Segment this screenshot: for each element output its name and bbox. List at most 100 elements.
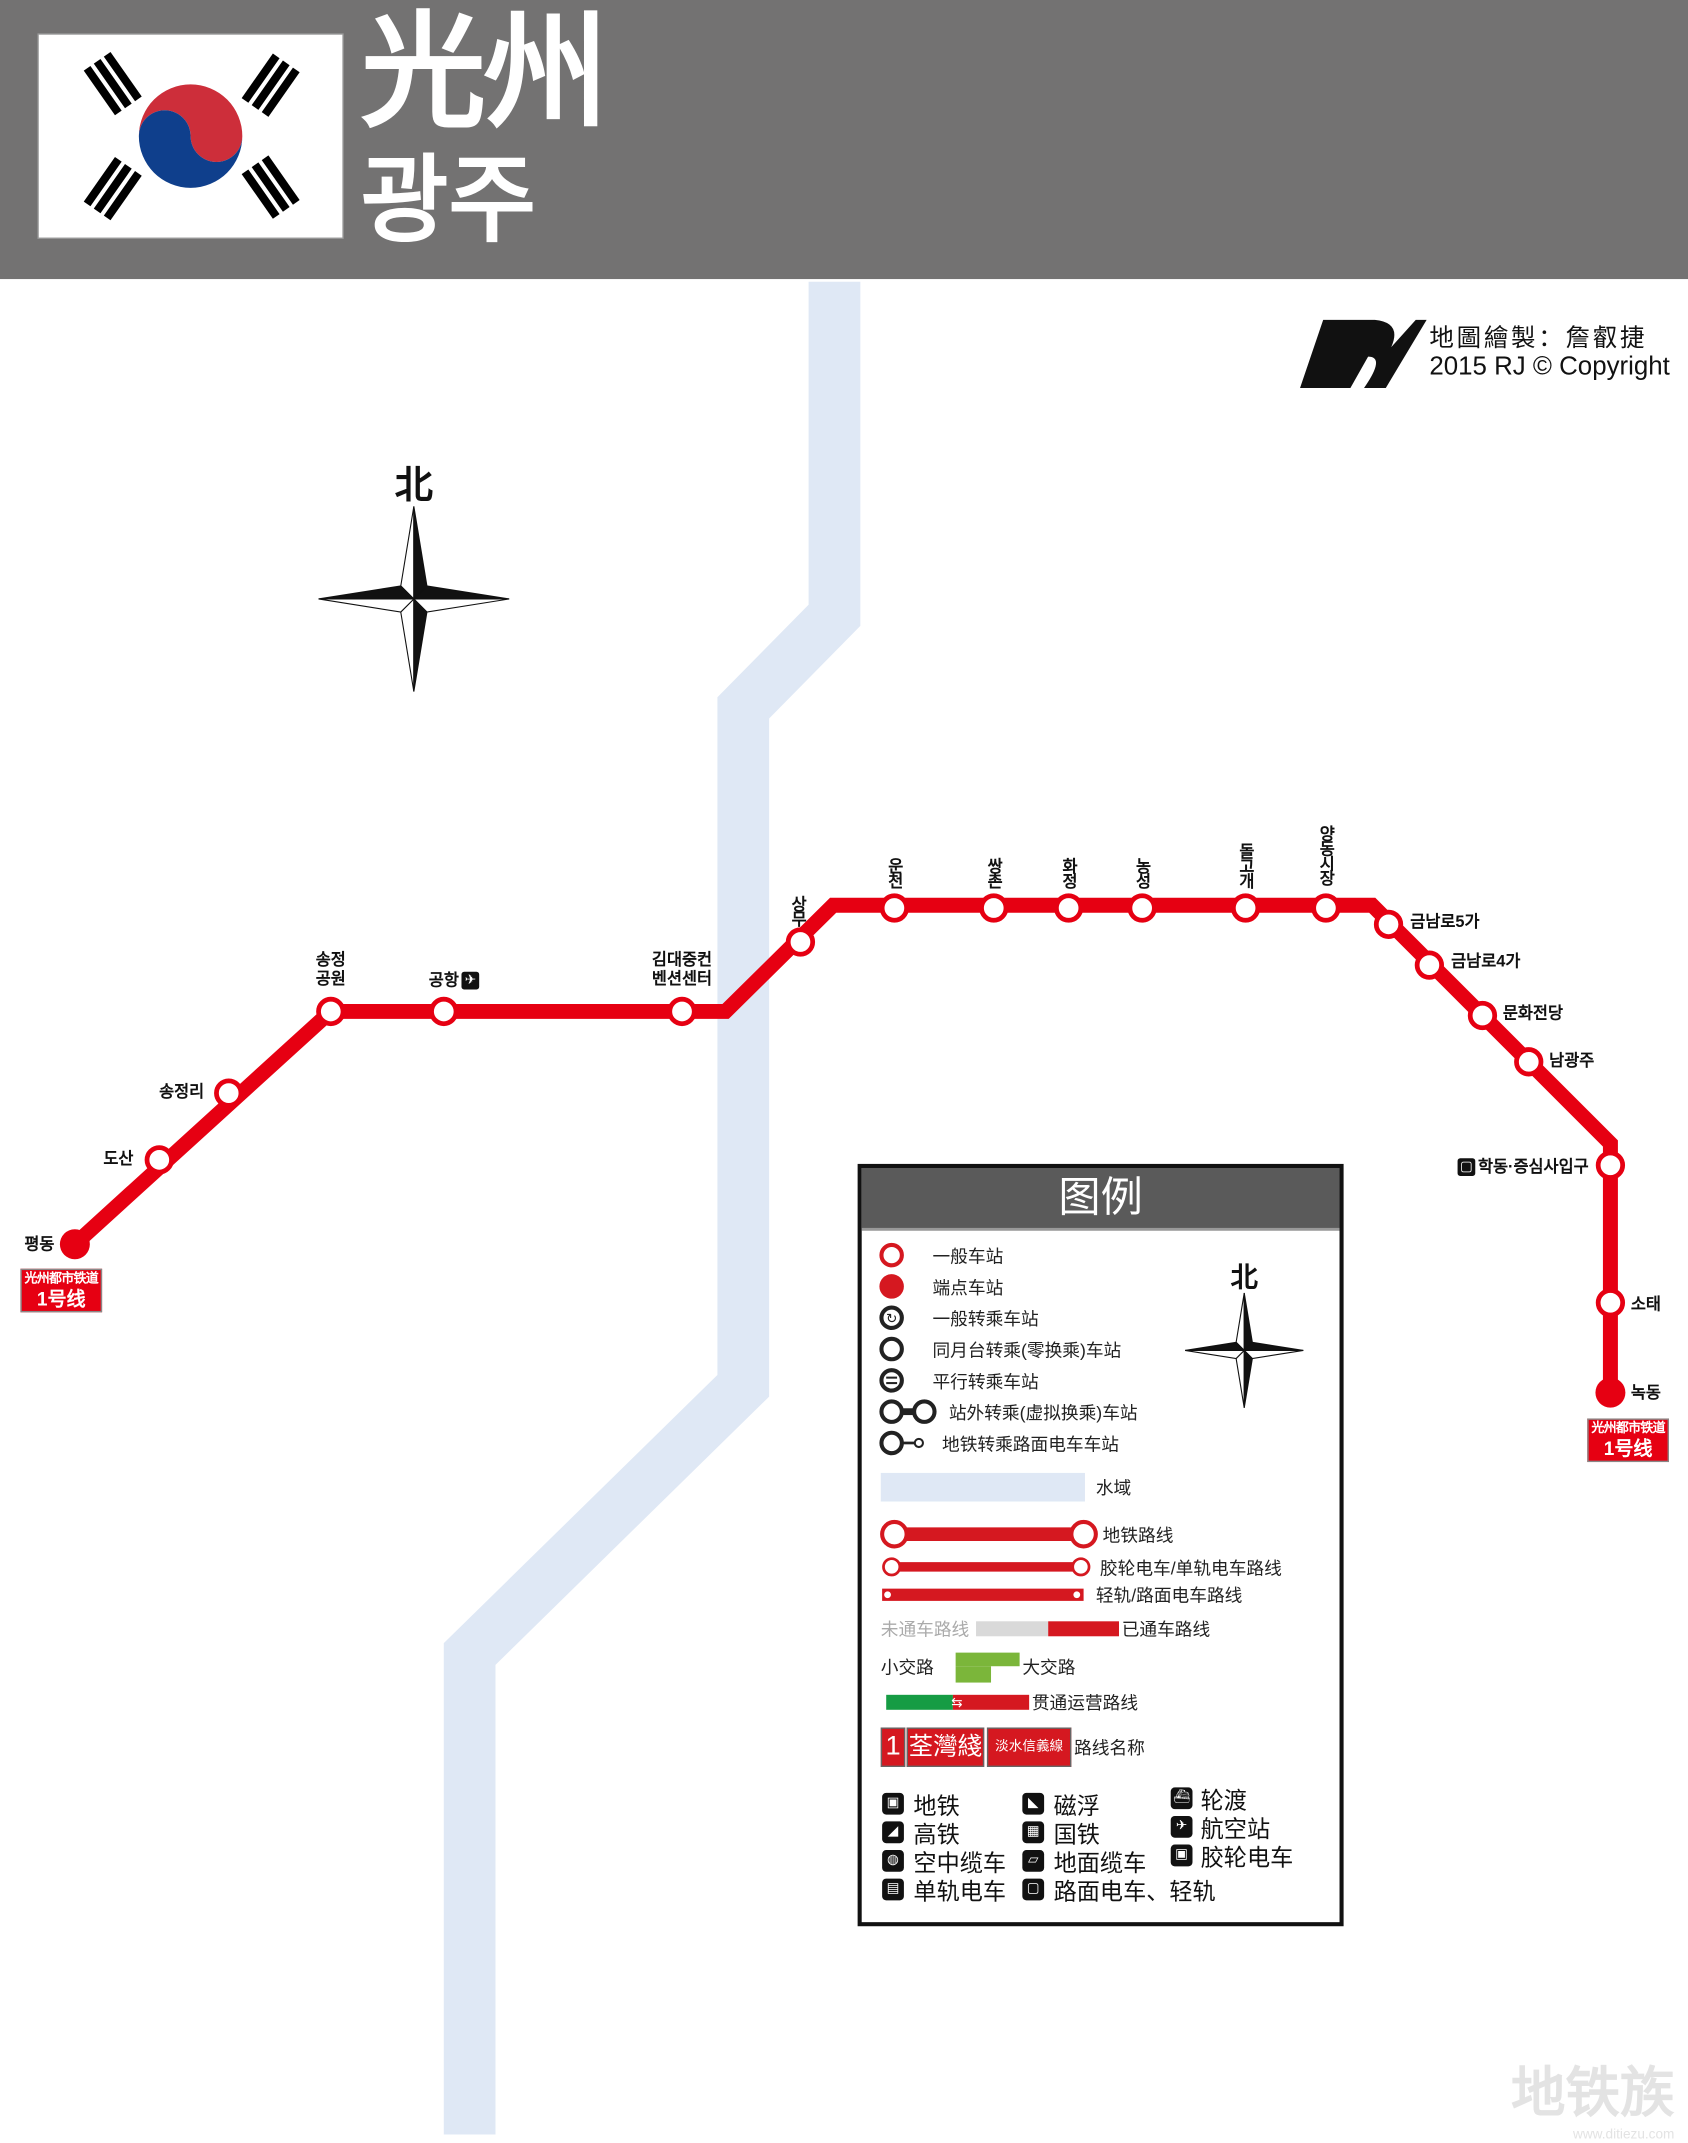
- badge-operator: 光州都市铁道: [24, 1271, 99, 1287]
- high-speed-rail-icon: ◢: [882, 1821, 904, 1844]
- svg-text:↻: ↻: [886, 1311, 897, 1326]
- monorail-icon: ▤: [882, 1878, 904, 1901]
- legend-line-type-label: 胶轮电车/单轨电车路线: [1099, 1558, 1282, 1579]
- station-name: 문화전당: [1502, 1003, 1564, 1023]
- station-name: 금남로5가: [1410, 912, 1480, 932]
- legend-station-type-label: 同月台转乘(零换乘)车站: [932, 1340, 1122, 1361]
- station-name: 송정리: [159, 1082, 205, 1102]
- station-label[interactable]: 돌고개: [1237, 843, 1256, 888]
- route-name-label: 路线名称: [1074, 1737, 1145, 1759]
- legend-transport-label: 高铁: [913, 1822, 960, 1848]
- legend-transport-label: 轮渡: [1200, 1788, 1247, 1814]
- station-marker[interactable]: [1414, 950, 1444, 980]
- compass-arm: [413, 597, 428, 692]
- legend-station-type-label: 地铁转乘路面电车车站: [942, 1434, 1120, 1455]
- station-label[interactable]: 금남로4가: [1451, 952, 1520, 971]
- station-marker[interactable]: [1230, 893, 1261, 923]
- station-label[interactable]: 양동시장: [1317, 825, 1336, 885]
- station-label[interactable]: 녹동: [1631, 1383, 1661, 1402]
- ferry-icon: ⛴: [1170, 1787, 1193, 1810]
- legend-transport-label: 地铁: [913, 1793, 960, 1820]
- station-name: 김대중컨벤션센터: [651, 950, 713, 989]
- station-marker[interactable]: [1053, 893, 1084, 923]
- station-label[interactable]: 공항✈: [429, 970, 480, 990]
- station-label[interactable]: 김대중컨벤션센터: [647, 950, 718, 988]
- station-label[interactable]: 송정리: [159, 1082, 204, 1101]
- station-label[interactable]: 도산: [103, 1149, 133, 1168]
- station-marker[interactable]: [429, 996, 459, 1027]
- station-label[interactable]: 문화전당: [1503, 1003, 1563, 1022]
- legend-station-type-label: 一般转乘车站: [932, 1308, 1039, 1330]
- legend-compass-icon: [1185, 1292, 1304, 1408]
- station-label[interactable]: 상무: [788, 895, 808, 926]
- station-label[interactable]: ▢학동·증심사입구: [1455, 1157, 1589, 1177]
- tram-icon: ▢: [1022, 1878, 1045, 1901]
- station-label[interactable]: 금남로5가: [1410, 912, 1479, 931]
- svg-text:⇆: ⇆: [951, 1695, 962, 1710]
- station-name: 농성: [1133, 857, 1153, 888]
- station-label[interactable]: 소태: [1631, 1295, 1661, 1314]
- station-name: 쌍촌: [984, 857, 1004, 888]
- legend-transport-label: 航空站: [1200, 1816, 1271, 1843]
- station-marker[interactable]: [316, 996, 346, 1027]
- station-marker[interactable]: [879, 893, 910, 923]
- credit-author: 地圖繪製：詹叡捷: [1429, 323, 1648, 353]
- legend-water-label: 水域: [1095, 1477, 1132, 1499]
- station-marker[interactable]: [1595, 1377, 1626, 1408]
- station-name: 녹동: [1630, 1383, 1661, 1403]
- route-alt-name-sample: 淡水信義線: [986, 1727, 1072, 1767]
- station-marker[interactable]: [1127, 893, 1157, 923]
- legend-short-route-label: 小交路: [880, 1657, 934, 1678]
- line-badge-east: 光州都市铁道 1号线: [1587, 1418, 1669, 1463]
- station-label[interactable]: 쌍촌: [984, 857, 1004, 888]
- station-name: 금남로4가: [1451, 951, 1521, 971]
- station-marker[interactable]: [1514, 1047, 1544, 1077]
- aerial-cableway-icon: ◍: [882, 1850, 904, 1872]
- station-marker[interactable]: [214, 1078, 244, 1108]
- legend-transport-label: 单轨电车: [913, 1879, 1007, 1906]
- station-marker[interactable]: [1311, 893, 1341, 923]
- station-label[interactable]: 송정공원: [312, 950, 350, 988]
- station-marker[interactable]: [1373, 909, 1404, 939]
- legend-through-label: 贯通运营路线: [1031, 1692, 1139, 1714]
- legend-transport-label: 地面缆车: [1053, 1850, 1147, 1877]
- legend-transport-label: 路面电车、轻轨: [1053, 1879, 1216, 1906]
- station-name: 운천: [885, 857, 905, 888]
- route-number-sample: 1: [880, 1727, 906, 1767]
- station-marker[interactable]: [667, 996, 697, 1027]
- legend-transport-label: 磁浮: [1053, 1793, 1100, 1820]
- station-marker[interactable]: [59, 1229, 90, 1260]
- compass-arm: [318, 598, 416, 613]
- watermark: 地铁族 www.ditiezu.com: [1511, 2049, 1674, 2143]
- station-label[interactable]: 운천: [885, 857, 905, 888]
- station-name: 화정: [1059, 857, 1079, 888]
- station-marker[interactable]: [1467, 1000, 1498, 1031]
- station-label[interactable]: 남광주: [1549, 1051, 1594, 1070]
- station-label[interactable]: 평동: [24, 1235, 54, 1254]
- station-name: 소태: [1630, 1294, 1661, 1314]
- station-marker[interactable]: [979, 893, 1009, 923]
- station-marker[interactable]: [1595, 1150, 1626, 1180]
- legend-graphics: ↻ ⇆: [879, 1242, 1119, 1710]
- legend-line-type-label: 轻轨/路面电车路线: [1095, 1585, 1243, 1606]
- station-label[interactable]: 농성: [1133, 857, 1153, 888]
- legend-station-type-label: 平行转乘车站: [932, 1371, 1039, 1392]
- station-marker[interactable]: [785, 927, 816, 957]
- station-name: 평동: [24, 1234, 55, 1254]
- legend-station-type-label: 站外转乘(虚拟换乘)车站: [948, 1402, 1138, 1424]
- station-name: 송정공원: [315, 950, 346, 989]
- station-name: 학동·증심사입구: [1477, 1156, 1589, 1176]
- compass-rose-icon: [318, 506, 510, 692]
- station-marker[interactable]: [1595, 1288, 1626, 1318]
- legend-transport-label: 国铁: [1053, 1822, 1100, 1848]
- maglev-icon: ◣: [1022, 1792, 1045, 1815]
- legend-line-type-label: 地铁路线: [1102, 1525, 1174, 1546]
- station-label[interactable]: 화정: [1059, 857, 1079, 888]
- city-title-chinese: 光州: [360, 4, 609, 143]
- legend-unopened-label: 未通车路线: [880, 1619, 970, 1640]
- station-name: 상무: [788, 895, 808, 926]
- badge-line: 1号线: [1603, 1437, 1653, 1460]
- station-marker[interactable]: [144, 1145, 174, 1175]
- legend-long-route-label: 大交路: [1022, 1657, 1076, 1678]
